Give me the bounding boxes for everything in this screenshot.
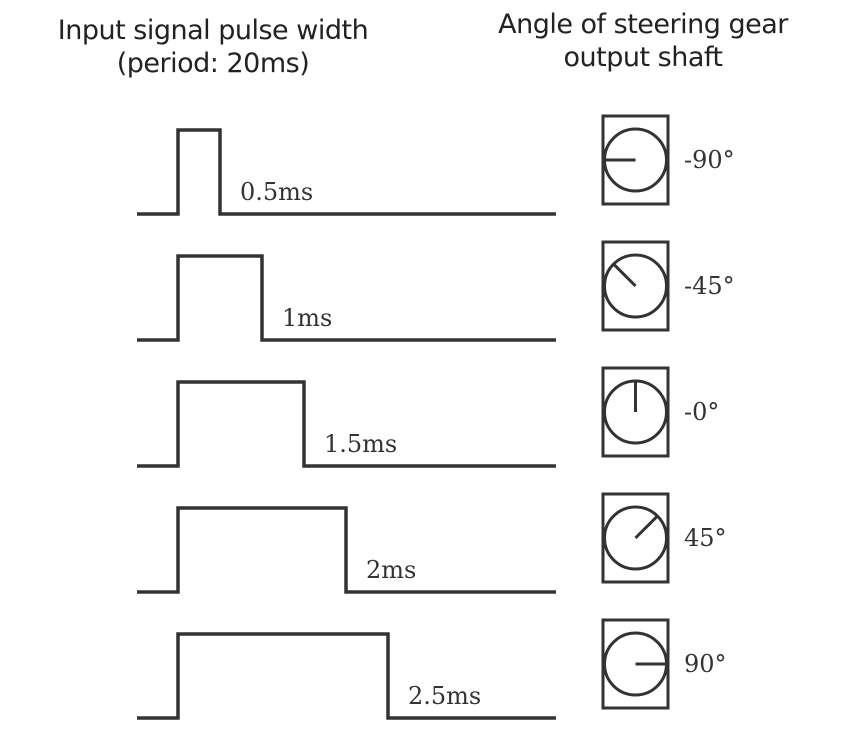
shaft-angle-label: -90° [684,146,735,174]
pulse-width-label: 1ms [282,304,332,332]
pulse-width-label: 2.5ms [408,682,481,710]
servo-dial [603,253,668,319]
servo-needle [612,263,637,288]
pulse-width-label: 2ms [366,556,416,584]
pulse-waveform [137,380,556,468]
output-angle-header: Angle of steering gear output shaft [440,8,846,74]
output-angle-header-line1: Angle of steering gear [498,9,788,40]
pulse-width-label: 1.5ms [324,430,397,458]
pulse-waveform [137,632,556,720]
servo-dial [603,505,668,571]
pulse-waveform [137,254,556,342]
servo-needle [634,515,659,540]
shaft-angle-label: -45° [684,272,735,300]
pulse-waveform [137,128,556,216]
shaft-angle-label: -0° [684,398,719,426]
shaft-angle-label: 45° [684,524,727,552]
pulse-width-header-line2: (period: 20ms) [116,48,310,79]
pulse-width-header-line1: Input signal pulse width [57,15,369,46]
pulse-waveform [137,506,556,594]
shaft-angle-label: 90° [684,650,727,678]
pulse-width-header: Input signal pulse width (period: 20ms) [0,14,426,80]
pulse-width-label: 0.5ms [240,178,313,206]
output-angle-header-line2: output shaft [563,42,723,73]
